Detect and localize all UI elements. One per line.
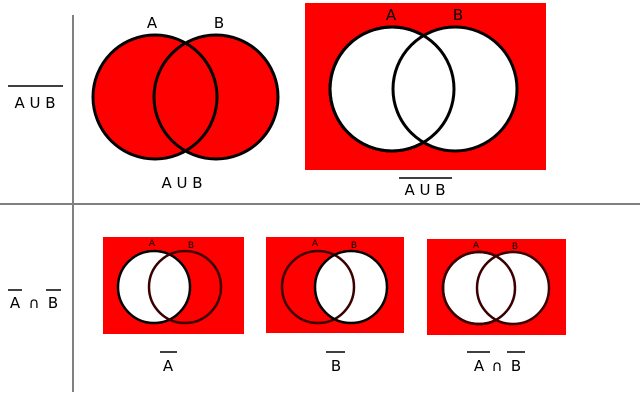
venn-union: A B A U B — [91, 14, 280, 192]
set-label-a: A — [147, 14, 158, 32]
caption-complement-b: B — [331, 357, 341, 375]
set-label-b: B — [188, 241, 194, 251]
circle-a-fill — [118, 251, 190, 323]
circle-a-outline — [328, 25, 456, 153]
set-label-b: B — [512, 242, 518, 252]
set-label-a: A — [312, 239, 319, 249]
caption-complement-union: A U B — [404, 181, 445, 199]
venn-complement-b: A B B — [266, 237, 404, 375]
circle-a-outline — [91, 33, 219, 161]
circle-b — [475, 250, 551, 326]
set-label-b: B — [453, 6, 463, 24]
set-label-a: A — [149, 239, 156, 249]
circle-b-outline — [152, 33, 280, 161]
circle-a-outline — [116, 249, 192, 325]
circle-b-fill — [315, 251, 387, 323]
set-label-a: A — [386, 6, 397, 24]
set-label-a: A — [473, 241, 480, 251]
caption-complement-a: A — [163, 357, 174, 375]
set-label-b: B — [214, 14, 224, 32]
row-label-complement-union: A U B — [8, 85, 63, 112]
caption-b: B — [511, 357, 521, 375]
set-label-b: B — [351, 241, 357, 251]
circle-a-outline — [441, 250, 517, 326]
row-label-intersection-of-complements: A ∩ B — [8, 289, 61, 312]
circle-b-outline — [147, 249, 223, 325]
venn-complement-union: A B A U B — [305, 3, 546, 199]
row-label-a: A — [10, 294, 21, 312]
caption-a: A — [474, 357, 485, 375]
venn-intersection-of-complements: A B A ∩ B — [427, 239, 566, 375]
circle-a-outline — [280, 249, 356, 325]
venn-complement-a: A B A — [103, 237, 244, 375]
row-label-b: B — [48, 294, 58, 312]
circle-b-outline — [313, 249, 389, 325]
row-label-text: A U B — [14, 94, 55, 112]
caption-union: A U B — [161, 174, 202, 192]
row-label-op: ∩ — [29, 294, 40, 312]
caption-op: ∩ — [492, 357, 503, 375]
